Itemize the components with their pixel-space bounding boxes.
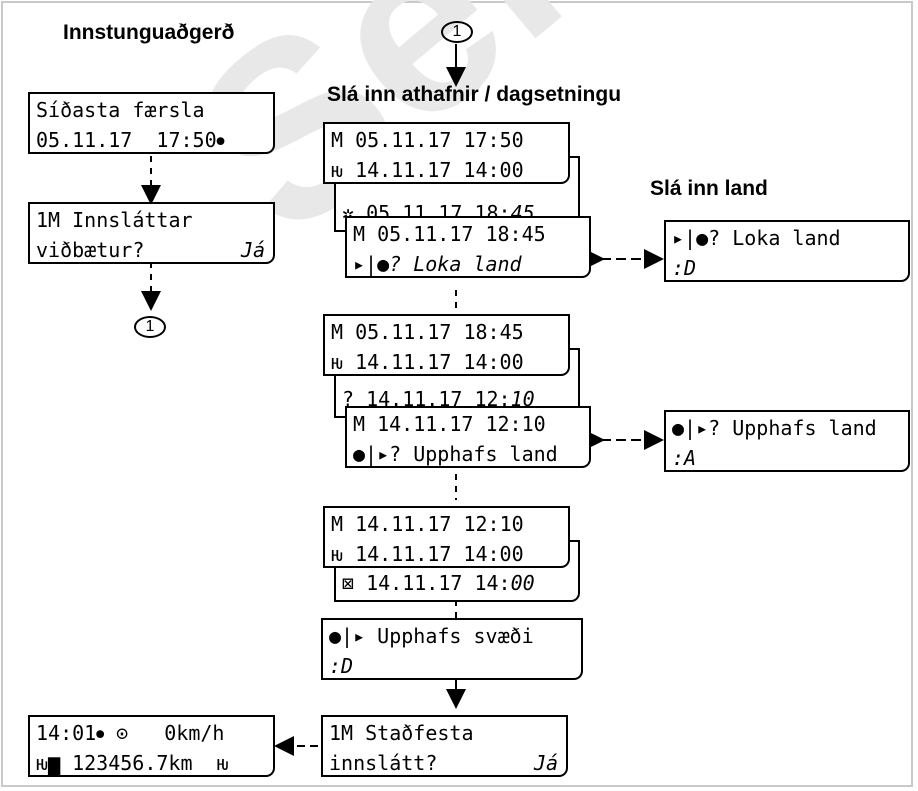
display-line-1: M 14.11.17 12:10 xyxy=(353,412,546,436)
card-icon: ԋ▆ xyxy=(36,751,61,775)
answer-yes: Já xyxy=(533,751,558,775)
availability-icon: ⊠ xyxy=(342,571,355,595)
work-icon: ԋ xyxy=(331,542,344,566)
activity-dot-icon: ● xyxy=(96,726,105,742)
display-line-2: 05.11.17 17:50● xyxy=(36,128,225,152)
country-start-icon: ●|▸ xyxy=(329,624,366,648)
display-supplement: 1M Innsláttar viðbætur? Já xyxy=(28,202,275,264)
display-line-1: M 05.11.17 17:50 xyxy=(331,128,524,152)
display-line-2: :D xyxy=(672,256,697,280)
display-line-2: ▸|●? Loka land xyxy=(353,252,522,276)
display-line-2: ●|▸? Upphafs land xyxy=(353,442,558,466)
marker-1-left: 1 xyxy=(134,316,166,338)
heading-enter-country: Slá inn land xyxy=(650,177,768,200)
display-line-2: ԋ 14.11.17 14:00 xyxy=(331,350,524,374)
display-end-country: ▸|●? Loka land :D xyxy=(664,220,910,282)
display-a-back-1: M 05.11.17 17:50 ԋ 14.11.17 14:00 xyxy=(323,122,570,184)
display-start-country: ●|▸? Upphafs land :A xyxy=(664,410,910,472)
work-icon: ԋ xyxy=(331,158,344,182)
marker-1-top: 1 xyxy=(441,21,473,43)
display-confirm: 1M Staðfesta innslátt? Já xyxy=(321,715,568,777)
display-line-1: Síðasta færsla xyxy=(36,98,205,122)
display-b-back-1: M 05.11.17 18:45 ԋ 14.11.17 14:00 xyxy=(323,314,570,376)
country-end-icon: ▸|● xyxy=(672,226,709,250)
display-region-start: ●|▸ Upphafs svæði :D xyxy=(321,618,583,680)
display-line-1: ●|▸ Upphafs svæði xyxy=(329,624,534,648)
display-line-2: viðbætur? xyxy=(36,238,145,262)
display-a-front: M 05.11.17 18:45 ▸|●? Loka land xyxy=(345,216,591,278)
display-line-1: 1M Staðfesta xyxy=(329,721,474,745)
country-end-icon: ▸|● xyxy=(353,252,390,276)
display-line-1: M 05.11.17 18:45 xyxy=(331,320,524,344)
display-standard: 14:01● ⊙ 0km/h ԋ▆ 123456.7km ԋ xyxy=(28,715,275,777)
display-line-2: ԋ 14.11.17 14:00 xyxy=(331,158,524,182)
display-line-2: ԋ▆ 123456.7km ԋ xyxy=(36,751,229,775)
display-line-2: ԋ 14.11.17 14:00 xyxy=(331,542,524,566)
heading-enter-activities: Slá inn athafnir / dagsetningu xyxy=(327,83,622,106)
display-line-1: 14:01● ⊙ 0km/h xyxy=(36,721,225,745)
display-line-1: M 05.11.17 18:45 xyxy=(353,222,546,246)
display-line-1: ▸|●? Loka land xyxy=(672,226,841,250)
country-start-icon: ●|▸ xyxy=(353,442,390,466)
heading-plug-in: Innstunguaðgerð xyxy=(63,21,235,44)
display-c-back-1: M 14.11.17 12:10 ԋ 14.11.17 14:00 xyxy=(323,506,570,568)
display-b-front: M 14.11.17 12:10 ●|▸? Upphafs land xyxy=(345,406,591,468)
display-line-1: ●|▸? Upphafs land xyxy=(672,416,877,440)
display-line-1: 1M Innsláttar xyxy=(36,208,193,232)
work-icon: ԋ xyxy=(331,350,344,374)
display-line: ⊠ 14.11.17 14:00 xyxy=(342,571,535,595)
display-line-2: :A xyxy=(672,446,697,470)
answer-yes: Já xyxy=(240,238,265,262)
clock-icon: ⊙ xyxy=(116,721,129,745)
country-start-icon: ●|▸ xyxy=(672,416,709,440)
work-icon: ԋ xyxy=(216,751,229,775)
display-line-1: M 14.11.17 12:10 xyxy=(331,512,524,536)
display-line-2: innslátt? xyxy=(329,751,438,775)
display-last-entry: Síðasta færsla 05.11.17 17:50● xyxy=(28,92,275,154)
activity-dot-icon: ● xyxy=(216,133,225,149)
display-line-2: :D xyxy=(329,654,354,678)
